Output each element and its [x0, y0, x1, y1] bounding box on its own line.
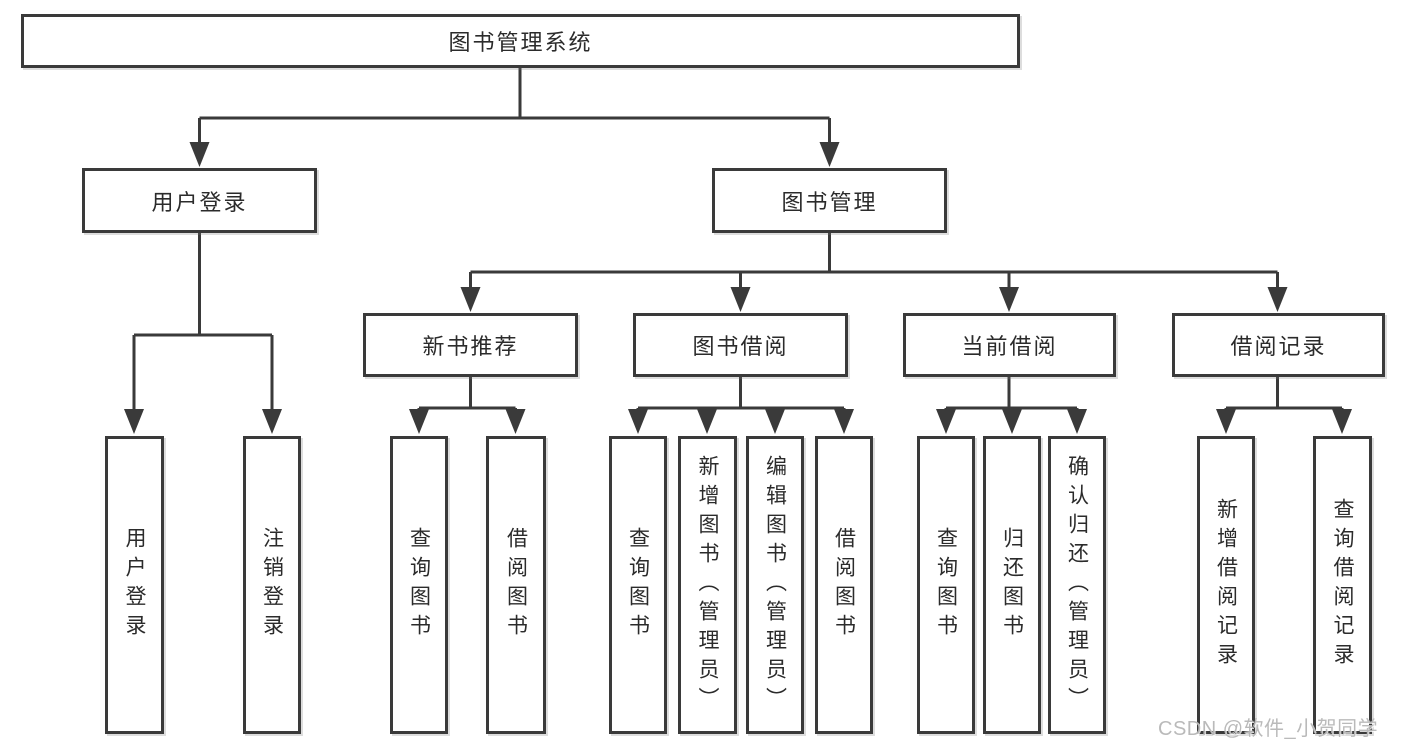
leaf-query-books-borrowing: 查询图书	[609, 436, 667, 734]
leaf-return-book: 归还图书	[983, 436, 1041, 734]
arrowhead	[834, 409, 854, 434]
arrowhead	[460, 287, 481, 312]
node-new-book-recommend: 新书推荐	[363, 313, 578, 377]
node-user-login: 用户登录	[82, 168, 317, 233]
arrowhead	[999, 287, 1019, 312]
arrowhead	[1216, 409, 1236, 434]
node-current-borrowing: 当前借阅	[903, 313, 1116, 377]
leaf-edit-book-admin: 编辑图书（管理员）	[746, 436, 804, 734]
arrowhead	[936, 409, 956, 434]
arrowhead	[819, 142, 840, 167]
node-library-management-system: 图书管理系统	[21, 14, 1020, 68]
csdn-watermark: CSDN @软件_小贺同学	[1158, 718, 1379, 740]
leaf-confirm-return-admin: 确认归还（管理员）	[1048, 436, 1106, 734]
leaf-query-books-recommend: 查询图书	[390, 436, 448, 734]
leaf-add-borrow-record: 新增借阅记录	[1197, 436, 1255, 734]
leaf-logout: 注销登录	[243, 436, 301, 734]
leaf-borrow-books: 借阅图书	[815, 436, 873, 734]
arrowhead	[124, 409, 144, 434]
arrowhead	[262, 409, 282, 434]
arrowhead	[730, 287, 751, 312]
leaf-user-login: 用户登录	[105, 436, 164, 734]
leaf-add-book-admin: 新增图书（管理员）	[678, 436, 737, 734]
leaf-query-borrow-record: 查询借阅记录	[1313, 436, 1372, 734]
arrowhead	[1332, 409, 1352, 434]
node-book-management: 图书管理	[712, 168, 947, 233]
arrowhead	[765, 409, 785, 434]
arrowhead	[409, 409, 429, 434]
arrowhead	[697, 409, 717, 434]
arrowhead	[1002, 409, 1022, 434]
leaf-query-books-current: 查询图书	[917, 436, 975, 734]
node-borrowing-records: 借阅记录	[1172, 313, 1385, 377]
arrowhead	[1267, 287, 1288, 312]
arrowhead	[1067, 409, 1087, 434]
arrowhead	[189, 142, 210, 167]
node-book-borrowing: 图书借阅	[633, 313, 848, 377]
arrowhead	[628, 409, 648, 434]
arrowhead	[505, 409, 526, 434]
leaf-borrow-books-recommend: 借阅图书	[486, 436, 546, 734]
